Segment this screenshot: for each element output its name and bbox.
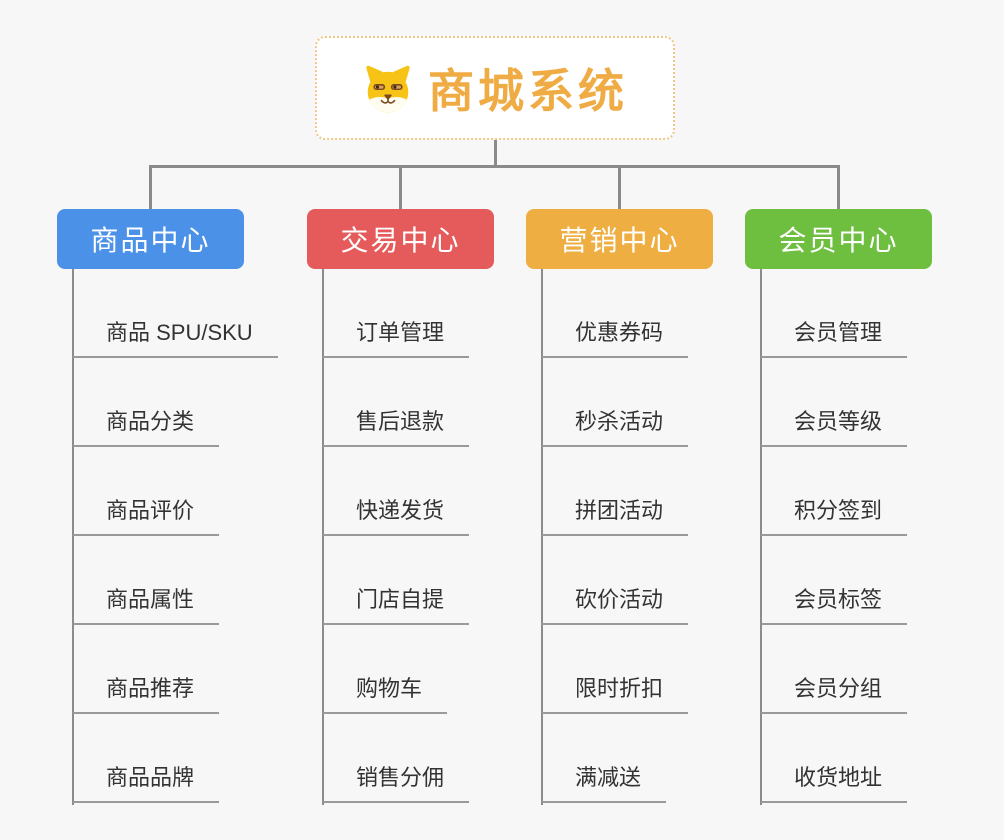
leaf-node[interactable]: 拼团活动 <box>542 493 689 536</box>
leaf-row: 收货地址 <box>761 714 908 803</box>
leaf-row: 商品属性 <box>73 536 278 625</box>
leaf-node[interactable]: 购物车 <box>323 671 448 714</box>
leaf-node[interactable]: 快递发货 <box>323 493 470 536</box>
branch-node-product-center[interactable]: 商品中心 <box>57 209 244 269</box>
branch-connector-line <box>72 269 74 805</box>
connector-drop-trade <box>399 165 402 209</box>
connector-bus-line <box>149 165 840 168</box>
branch-marketing-center: 营销中心 优惠券码 秒杀活动 拼团活动 砍价活动 限时折扣 满减送 <box>526 209 713 805</box>
leaf-node[interactable]: 商品品牌 <box>73 760 220 803</box>
leaf-row: 购物车 <box>323 625 469 714</box>
branch-product-center: 商品中心 商品 SPU/SKU 商品分类 商品评价 商品属性 商品推荐 商品品牌 <box>57 209 278 805</box>
branch-node-label: 营销中心 <box>559 225 680 256</box>
leaf-row: 商品分类 <box>73 358 278 447</box>
branch-item-list: 会员管理 会员等级 积分签到 会员标签 会员分组 收货地址 <box>761 269 908 803</box>
branch-node-trade-center[interactable]: 交易中心 <box>307 209 494 269</box>
branch-connector-line <box>322 269 324 805</box>
leaf-node[interactable]: 售后退款 <box>323 404 470 447</box>
leaf-node[interactable]: 商品评价 <box>73 493 220 536</box>
leaf-node[interactable]: 商品分类 <box>73 404 220 447</box>
leaf-node[interactable]: 收货地址 <box>761 760 908 803</box>
leaf-row: 满减送 <box>542 714 688 803</box>
leaf-row: 限时折扣 <box>542 625 689 714</box>
leaf-row: 门店自提 <box>323 536 470 625</box>
leaf-row: 会员分组 <box>761 625 908 714</box>
dog-face-icon <box>366 65 410 113</box>
leaf-row: 优惠券码 <box>542 269 689 358</box>
leaf-node[interactable]: 订单管理 <box>323 315 470 358</box>
leaf-node[interactable]: 商品推荐 <box>73 671 220 714</box>
leaf-row: 订单管理 <box>323 269 470 358</box>
leaf-node[interactable]: 优惠券码 <box>542 315 689 358</box>
branch-member-center: 会员中心 会员管理 会员等级 积分签到 会员标签 会员分组 收货地址 <box>745 209 932 805</box>
leaf-node[interactable]: 商品 SPU/SKU <box>73 315 278 358</box>
branch-item-list: 优惠券码 秒杀活动 拼团活动 砍价活动 限时折扣 满减送 <box>542 269 689 803</box>
branch-item-list: 订单管理 售后退款 快递发货 门店自提 购物车 销售分佣 <box>323 269 470 803</box>
branch-node-member-center[interactable]: 会员中心 <box>745 209 932 269</box>
branch-trade-center: 交易中心 订单管理 售后退款 快递发货 门店自提 购物车 销售分佣 <box>307 209 494 805</box>
leaf-node[interactable]: 商品属性 <box>73 582 220 625</box>
leaf-node[interactable]: 销售分佣 <box>323 760 470 803</box>
leaf-row: 销售分佣 <box>323 714 470 803</box>
leaf-row: 商品评价 <box>73 447 278 536</box>
branch-item-list: 商品 SPU/SKU 商品分类 商品评价 商品属性 商品推荐 商品品牌 <box>73 269 278 803</box>
leaf-row: 会员管理 <box>761 269 908 358</box>
leaf-row: 秒杀活动 <box>542 358 689 447</box>
connector-drop-product <box>149 165 152 209</box>
leaf-node[interactable]: 会员标签 <box>761 582 908 625</box>
leaf-row: 积分签到 <box>761 447 908 536</box>
leaf-row: 会员等级 <box>761 358 908 447</box>
leaf-row: 砍价活动 <box>542 536 689 625</box>
leaf-node[interactable]: 积分签到 <box>761 493 908 536</box>
leaf-row: 会员标签 <box>761 536 908 625</box>
leaf-node[interactable]: 满减送 <box>542 760 667 803</box>
leaf-node[interactable]: 限时折扣 <box>542 671 689 714</box>
connector-drop-marketing <box>618 165 621 209</box>
leaf-node[interactable]: 会员等级 <box>761 404 908 447</box>
leaf-row: 商品品牌 <box>73 714 278 803</box>
branch-node-marketing-center[interactable]: 营销中心 <box>526 209 713 269</box>
leaf-row: 商品推荐 <box>73 625 278 714</box>
leaf-row: 快递发货 <box>323 447 470 536</box>
leaf-node[interactable]: 会员管理 <box>761 315 908 358</box>
branch-node-label: 交易中心 <box>340 225 461 256</box>
root-node-label: 商城系统 <box>428 65 628 117</box>
leaf-row: 售后退款 <box>323 358 470 447</box>
leaf-row: 商品 SPU/SKU <box>73 269 278 358</box>
branch-connector-line <box>541 269 543 805</box>
leaf-node[interactable]: 会员分组 <box>761 671 908 714</box>
connector-root-drop <box>494 140 497 167</box>
branch-node-label: 商品中心 <box>90 225 211 256</box>
branch-connector-line <box>760 269 762 805</box>
connector-drop-member <box>837 165 840 209</box>
leaf-node[interactable]: 门店自提 <box>323 582 470 625</box>
branch-node-label: 会员中心 <box>778 225 899 256</box>
leaf-node[interactable]: 砍价活动 <box>542 582 689 625</box>
leaf-node[interactable]: 秒杀活动 <box>542 404 689 447</box>
root-node[interactable]: 商城系统 <box>315 36 675 140</box>
leaf-row: 拼团活动 <box>542 447 689 536</box>
